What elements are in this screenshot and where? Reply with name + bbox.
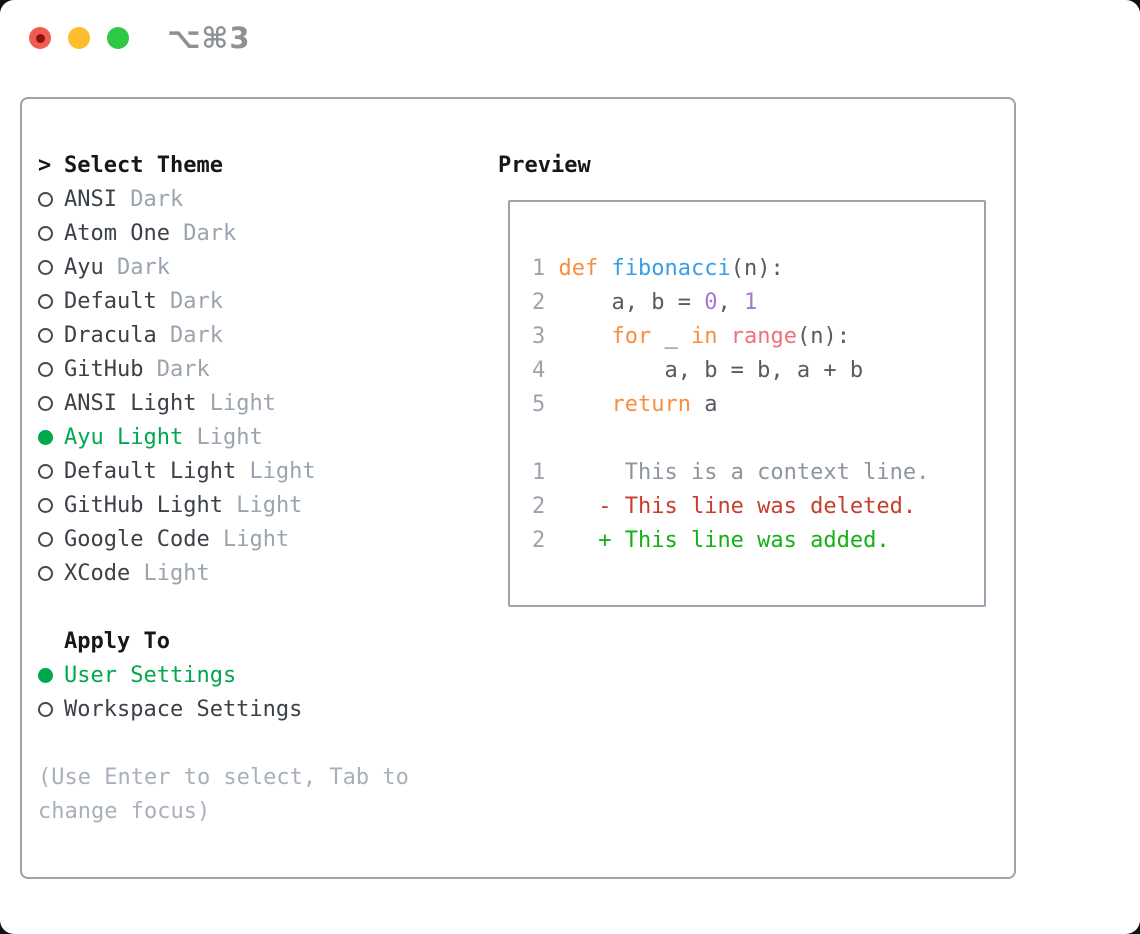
code-line xyxy=(532,422,984,456)
option-label: XCode xyxy=(64,560,131,586)
option-variant-label: Dark xyxy=(130,186,184,212)
option-variant-label: Light xyxy=(143,560,210,586)
theme-option[interactable]: Dracula Dark xyxy=(38,318,498,352)
code-line: 2 + This line was added. xyxy=(532,528,890,553)
theme-option[interactable]: GitHub Dark xyxy=(38,352,498,386)
spacer xyxy=(38,590,498,624)
preview-title: Preview xyxy=(498,152,591,178)
option-label: ANSI Light xyxy=(64,390,197,416)
radio-icon xyxy=(38,327,64,343)
option-label: ANSI xyxy=(64,186,117,212)
radio-icon xyxy=(38,225,64,241)
code-line: 2 - This line was deleted. xyxy=(532,494,917,519)
code-preview: 1 def fibonacci(n): 2 a, b = 0, 1 3 for _ … xyxy=(510,202,984,558)
spacer xyxy=(38,726,498,760)
option-variant-label: Dark xyxy=(156,356,210,382)
radio-icon xyxy=(38,565,64,581)
radio-icon xyxy=(38,497,64,513)
option-variant-label: Dark xyxy=(169,288,223,314)
window-title: ⌥⌘3 xyxy=(167,21,251,55)
theme-option[interactable]: GitHub Light Light xyxy=(38,488,498,522)
close-dot-icon xyxy=(35,33,45,43)
theme-option[interactable]: Ayu Light Light xyxy=(38,420,498,454)
theme-option[interactable]: ANSI Dark xyxy=(38,182,498,216)
hint-text-line1: (Use Enter to select, Tab to xyxy=(38,764,409,790)
option-label: Default xyxy=(64,288,157,314)
apply-to-title: Apply To xyxy=(64,628,170,654)
apply-option[interactable]: Workspace Settings xyxy=(38,692,498,726)
option-variant-label: Light xyxy=(222,526,290,552)
apply-option[interactable]: User Settings xyxy=(38,658,498,692)
option-variant-label: Light xyxy=(209,390,276,416)
option-variant-label: Light xyxy=(249,458,316,484)
code-line: 4 a, b = b, a + b xyxy=(532,358,864,383)
titlebar: ⌥⌘3 xyxy=(0,0,1140,72)
theme-option[interactable]: Ayu Dark xyxy=(38,250,498,284)
close-button[interactable] xyxy=(29,27,51,49)
theme-option[interactable]: Default Light Light xyxy=(38,454,498,488)
code-line: 2 a, b = 0, 1 xyxy=(532,290,758,315)
option-label: GitHub Light xyxy=(64,492,223,518)
option-label: Default Light xyxy=(64,458,237,484)
option-variant-label: Dark xyxy=(183,220,237,246)
radio-icon xyxy=(38,395,64,411)
hint-text-line2: change focus) xyxy=(38,798,211,824)
preview-pane: 1 def fibonacci(n): 2 a, b = 0, 1 3 for _ … xyxy=(508,200,986,607)
code-line: 1 def fibonacci(n): xyxy=(532,256,784,281)
radio-selected-icon xyxy=(38,429,64,445)
focus-prompt-icon: > xyxy=(38,152,52,178)
radio-selected-icon xyxy=(38,667,64,683)
radio-icon xyxy=(38,531,64,547)
option-label: Dracula xyxy=(64,322,157,348)
radio-icon xyxy=(38,293,64,309)
code-line: 3 for _ in range(n): xyxy=(532,324,850,349)
option-label: GitHub xyxy=(64,356,144,382)
theme-option[interactable]: ANSI Light Light xyxy=(38,386,498,420)
option-label: Google Code xyxy=(64,526,210,552)
minimize-button[interactable] xyxy=(68,27,90,49)
option-label: Workspace Settings xyxy=(64,696,303,722)
theme-option[interactable]: Default Dark xyxy=(38,284,498,318)
select-theme-header: > Select Theme xyxy=(38,148,498,182)
radio-icon xyxy=(38,701,64,717)
radio-icon xyxy=(38,463,64,479)
option-label: Ayu Light xyxy=(64,424,184,450)
option-variant-label: Light xyxy=(196,424,263,450)
radio-icon xyxy=(38,361,64,377)
option-variant-label: Dark xyxy=(117,254,170,280)
maximize-button[interactable] xyxy=(107,27,129,49)
option-variant-label: Dark xyxy=(169,322,223,348)
apply-to-header: Apply To xyxy=(38,624,498,658)
option-label: Atom One xyxy=(64,220,170,246)
theme-option[interactable]: XCode Light xyxy=(38,556,498,590)
theme-option[interactable]: Atom One Dark xyxy=(38,216,498,250)
option-label: User Settings xyxy=(64,662,237,688)
theme-option[interactable]: Google Code Light xyxy=(38,522,498,556)
option-variant-label: Light xyxy=(236,492,303,518)
radio-icon xyxy=(38,259,64,275)
code-line: 5 return a xyxy=(532,392,718,417)
select-theme-title: Select Theme xyxy=(64,152,223,178)
code-line: 1 This is a context line. xyxy=(532,460,930,485)
radio-icon xyxy=(38,191,64,207)
option-label: Ayu xyxy=(64,254,104,280)
